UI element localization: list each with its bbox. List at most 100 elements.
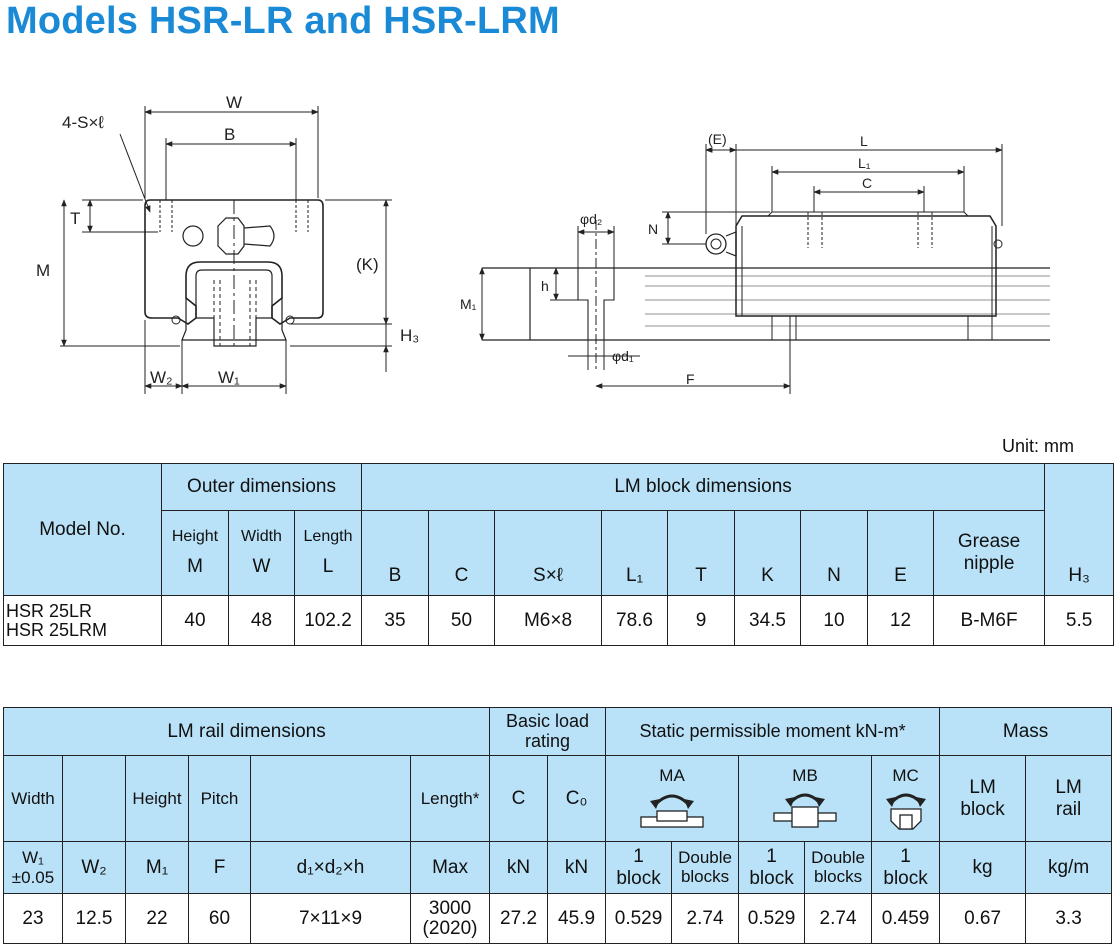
- header-mb-1-block: 1 block: [738, 841, 806, 894]
- cell-t: 9: [667, 595, 735, 646]
- cell-ma-1: 0.529: [605, 893, 673, 944]
- label-l: L: [860, 133, 868, 149]
- header-kg: kg: [939, 841, 1027, 894]
- block-dimensions-table: Model No. Outer dimensions LM block dime…: [3, 463, 1114, 646]
- label-m1: M₁: [460, 296, 477, 312]
- unit-label: Unit: mm: [1002, 436, 1074, 456]
- header-c-unit: kN: [489, 841, 549, 894]
- header-max: Max: [409, 841, 491, 894]
- header-m1: M₁: [125, 841, 189, 894]
- header-w1: W₁±0.05: [3, 841, 63, 894]
- cell-l1: 78.6: [601, 595, 668, 646]
- mb-moment-icon: [773, 793, 837, 828]
- cell-m: 40: [161, 595, 229, 646]
- header-f: F: [188, 841, 251, 894]
- cell-s: M6×8: [494, 595, 602, 646]
- cell-w: 48: [228, 595, 295, 646]
- header-mc: MC: [871, 755, 941, 842]
- header-lm-rail: LM rail: [1025, 755, 1113, 842]
- label-c: C: [862, 175, 872, 191]
- header-length: Length*: [409, 755, 491, 842]
- label-h: h: [541, 278, 549, 294]
- block-end-view: [60, 106, 392, 394]
- mc-moment-icon: [885, 793, 926, 830]
- cell-c0: 45.9: [547, 893, 607, 944]
- header-pitch: Pitch: [188, 755, 251, 842]
- label-w2: W₂: [150, 368, 173, 387]
- cell-ma-2: 2.74: [671, 893, 740, 944]
- label-d1: φd₁: [612, 348, 634, 364]
- cell-w1: 23: [3, 893, 63, 944]
- header-h3: H₃: [1044, 463, 1114, 596]
- header-n: N: [800, 510, 868, 596]
- header-basic-load-rating: Basic load rating: [489, 707, 607, 756]
- label-s: 4-S×ℓ: [62, 113, 104, 132]
- header-mc-1-block: 1 block: [871, 841, 941, 894]
- label-f: F: [686, 371, 695, 387]
- header-l1: L₁: [601, 510, 668, 596]
- cell-n: 10: [800, 595, 868, 646]
- cell-mb-1: 0.529: [738, 893, 806, 944]
- block-side-view: [479, 144, 1050, 394]
- header-e: E: [867, 510, 934, 596]
- header-c: C: [489, 755, 549, 842]
- header-ma: MA: [605, 755, 740, 842]
- header-kgm: kg/m: [1025, 841, 1113, 894]
- label-e: (E): [708, 131, 727, 147]
- header-static-moment: Static permissible moment kN-m*: [605, 707, 941, 756]
- label-b: B: [224, 125, 235, 144]
- cell-l: 102.2: [294, 595, 362, 646]
- label-n: N: [648, 221, 658, 237]
- header-k: K: [734, 510, 801, 596]
- header-c0-unit: kN: [547, 841, 607, 894]
- cell-d1d2h: 7×11×9: [250, 893, 411, 944]
- header-mb-double-blocks: Double blocks: [804, 841, 873, 894]
- header-d1d2h: d₁×d₂×h: [250, 841, 411, 894]
- header-c0: C₀: [547, 755, 607, 842]
- cell-b: 35: [361, 595, 429, 646]
- label-d2: φd₂: [580, 211, 602, 227]
- header-model-no: Model No.: [3, 463, 162, 596]
- header-mass: Mass: [939, 707, 1113, 756]
- header-ma-1-block: 1 block: [605, 841, 673, 894]
- header-lm-block: LM block: [939, 755, 1027, 842]
- cell-m1: 22: [125, 893, 189, 944]
- cell-length-max: 3000(2020): [409, 893, 491, 944]
- cell-h3: 5.5: [1044, 595, 1114, 646]
- label-m: M: [36, 261, 50, 280]
- header-lm-block-dimensions: LM block dimensions: [360, 463, 1046, 511]
- cell-mb-2: 2.74: [804, 893, 873, 944]
- cell-mc-1: 0.459: [871, 893, 941, 944]
- cell-grease: B-M6F: [932, 595, 1046, 646]
- label-w1: W₁: [218, 368, 240, 387]
- header-blank-w2: [62, 755, 126, 842]
- header-s: S×ℓ: [494, 510, 602, 596]
- label-t: T: [70, 209, 80, 228]
- header-b: B: [361, 510, 429, 596]
- header-width: Width: [3, 755, 63, 842]
- label-l1: L₁: [858, 155, 871, 171]
- cell-w2: 12.5: [62, 893, 126, 944]
- cell-f: 60: [188, 893, 251, 944]
- cell-block-kg: 0.67: [939, 893, 1027, 944]
- header-mb: MB: [738, 755, 873, 842]
- cell-c: 50: [428, 595, 495, 646]
- rail-dimensions-table: LM rail dimensions Basic load rating Sta…: [2, 707, 1113, 944]
- header-w2: W₂: [62, 841, 126, 894]
- cell-rail-kgm: 3.3: [1025, 893, 1113, 944]
- header-height: Height: [125, 755, 189, 842]
- ma-moment-icon: [640, 794, 704, 828]
- header-t: T: [667, 510, 735, 596]
- cell-e: 12: [867, 595, 934, 646]
- cell-c: 27.2: [489, 893, 549, 944]
- label-h3: H₃: [400, 326, 419, 345]
- technical-drawing: 4-S×ℓ W B T M (K) H₃ W₂ W₁ (E) L L₁ C N …: [36, 93, 1050, 394]
- cell-k: 34.5: [734, 595, 801, 646]
- header-outer-dimensions: Outer dimensions: [161, 463, 362, 511]
- page-title: Models HSR-LR and HSR-LRM: [6, 0, 560, 42]
- header-grease-nipple: Grease nipple: [932, 510, 1046, 596]
